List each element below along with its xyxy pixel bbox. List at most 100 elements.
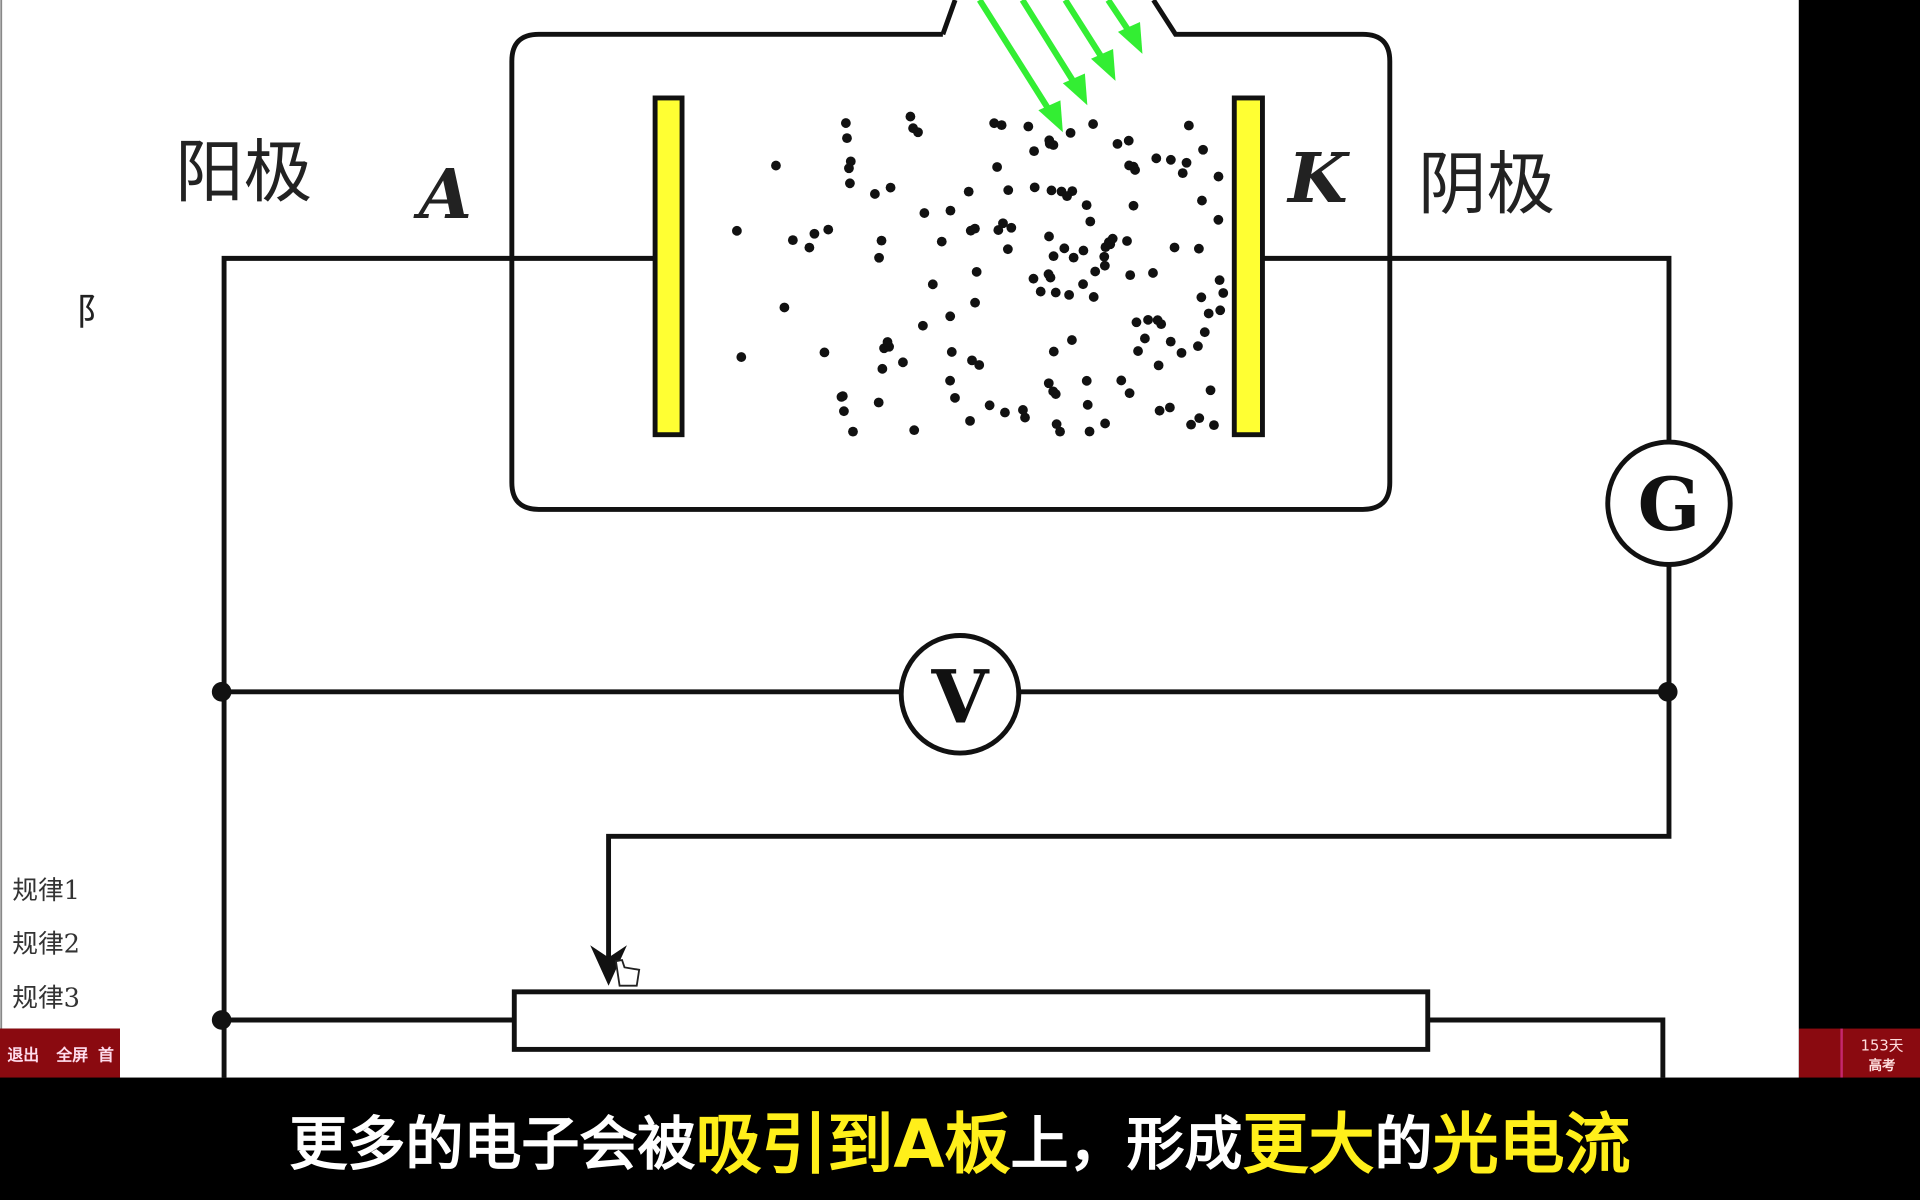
- electron-dot: [1003, 185, 1014, 196]
- electron-dot: [992, 162, 1002, 172]
- electron-dot: [1064, 289, 1074, 300]
- galvanometer-symbol: G: [1638, 462, 1701, 548]
- electron-dot: [1078, 245, 1089, 256]
- electron-dot: [1084, 426, 1095, 437]
- electron-dot: [845, 178, 855, 189]
- electron-dot: [771, 160, 781, 171]
- electron-dot: [1130, 165, 1140, 175]
- electron-dot: [842, 133, 852, 144]
- electron-dot: [1153, 360, 1164, 371]
- electron-dot: [1035, 286, 1046, 297]
- electron-dot: [909, 425, 920, 436]
- electron-dot: [1183, 120, 1194, 131]
- electron-dot: [1088, 292, 1099, 302]
- electron-dot: [1085, 216, 1096, 227]
- countdown-days: 153天: [1861, 1038, 1904, 1055]
- toolbar: [0, 1028, 120, 1078]
- electron-dot: [1082, 399, 1093, 410]
- electron-dot: [996, 120, 1007, 131]
- photoelectric-circuit-diagram: [221, 0, 1733, 1078]
- side-item-rule-2[interactable]: 规律2: [12, 930, 80, 960]
- electron-dot: [1067, 335, 1077, 345]
- electron-dot: [1143, 314, 1153, 325]
- electron-dot: [967, 355, 977, 366]
- electron-dot: [1099, 251, 1110, 262]
- electron-dot: [1164, 402, 1175, 413]
- electron-dot: [1194, 413, 1205, 424]
- electron-dot: [1051, 419, 1062, 430]
- cathode-label: 阴极: [1418, 145, 1555, 225]
- electron-dot: [989, 118, 1000, 129]
- anode-label: 阳极: [175, 133, 312, 213]
- electron-dot: [1181, 157, 1192, 168]
- subtitle-highlight: 更大: [1242, 1106, 1375, 1183]
- electron-dot: [1209, 420, 1219, 431]
- electron-dot: [1199, 327, 1210, 338]
- electron-dot: [845, 156, 856, 167]
- electron-dot: [1059, 243, 1070, 254]
- exit-button[interactable]: 退出: [7, 1045, 39, 1064]
- electron-dot: [1186, 419, 1196, 430]
- electron-dot: [873, 397, 884, 408]
- electron-dot: [877, 363, 888, 374]
- electron-dot: [1177, 168, 1188, 179]
- electron-dot: [840, 118, 851, 128]
- electron-dot: [1128, 200, 1139, 211]
- electron-dot: [1165, 154, 1176, 165]
- electron-dot: [919, 208, 930, 218]
- electron-dot: [809, 228, 820, 239]
- electron-dot: [736, 352, 747, 362]
- electron-dot: [1043, 378, 1054, 389]
- electron-dot: [1006, 222, 1017, 233]
- electron-dot: [1176, 348, 1187, 358]
- electron-dot: [819, 347, 830, 358]
- electron-dot: [1152, 315, 1163, 326]
- electron-dot: [1050, 287, 1061, 298]
- electron-dot: [946, 347, 957, 357]
- side-item-rule-1[interactable]: 规律1: [12, 876, 80, 906]
- galvanometer: [1605, 439, 1733, 567]
- subtitle-part: 上，形成: [1010, 1110, 1243, 1178]
- electron-dot: [1048, 346, 1059, 357]
- electron-dot: [1046, 185, 1057, 196]
- electrons: [732, 111, 1229, 437]
- electron-dot: [1029, 182, 1040, 193]
- side-panel: [0, 0, 120, 1029]
- slider-arrow-icon[interactable]: [590, 945, 627, 986]
- wire-anode: [221, 255, 656, 1078]
- electron-dot: [1044, 138, 1055, 149]
- electron-dot: [1020, 412, 1030, 423]
- electron-dot: [1123, 135, 1134, 146]
- electron-dot: [1133, 346, 1143, 356]
- toolbar-partial-button[interactable]: 首: [98, 1045, 114, 1064]
- subtitle-highlight: 吸引到A板: [695, 1106, 1011, 1183]
- electron-dot: [927, 279, 938, 290]
- electron-dot: [1023, 121, 1034, 132]
- hand-cursor-icon: [614, 958, 641, 987]
- side-item-rule-3[interactable]: 规律3: [12, 984, 80, 1014]
- electron-dot: [1116, 375, 1127, 386]
- electron-dot: [882, 337, 893, 347]
- electron-dot: [836, 391, 847, 402]
- electron-dot: [1088, 119, 1098, 129]
- electron-dot: [984, 400, 995, 411]
- side-partial-text: 阝: [76, 290, 113, 333]
- electron-dot: [1002, 244, 1013, 255]
- electron-dot: [936, 236, 947, 247]
- voltmeter: [898, 633, 1022, 756]
- electron-dot: [1197, 195, 1207, 206]
- electron-dot: [1018, 405, 1028, 415]
- wire-rheostat: [224, 1017, 1666, 1078]
- phototube: [509, 0, 1393, 512]
- electron-dot: [1078, 279, 1088, 290]
- electron-dot: [787, 235, 798, 246]
- electron-dot: [970, 223, 980, 234]
- electron-dot: [905, 111, 916, 122]
- electron-dot: [998, 218, 1008, 229]
- electron-dot: [1165, 336, 1176, 347]
- electron-dot: [1068, 252, 1079, 263]
- junction-dots: [211, 682, 1678, 1030]
- fullscreen-button[interactable]: 全屏: [55, 1045, 88, 1064]
- electron-dot: [1028, 273, 1039, 284]
- slide-canvas: [120, 0, 1799, 1078]
